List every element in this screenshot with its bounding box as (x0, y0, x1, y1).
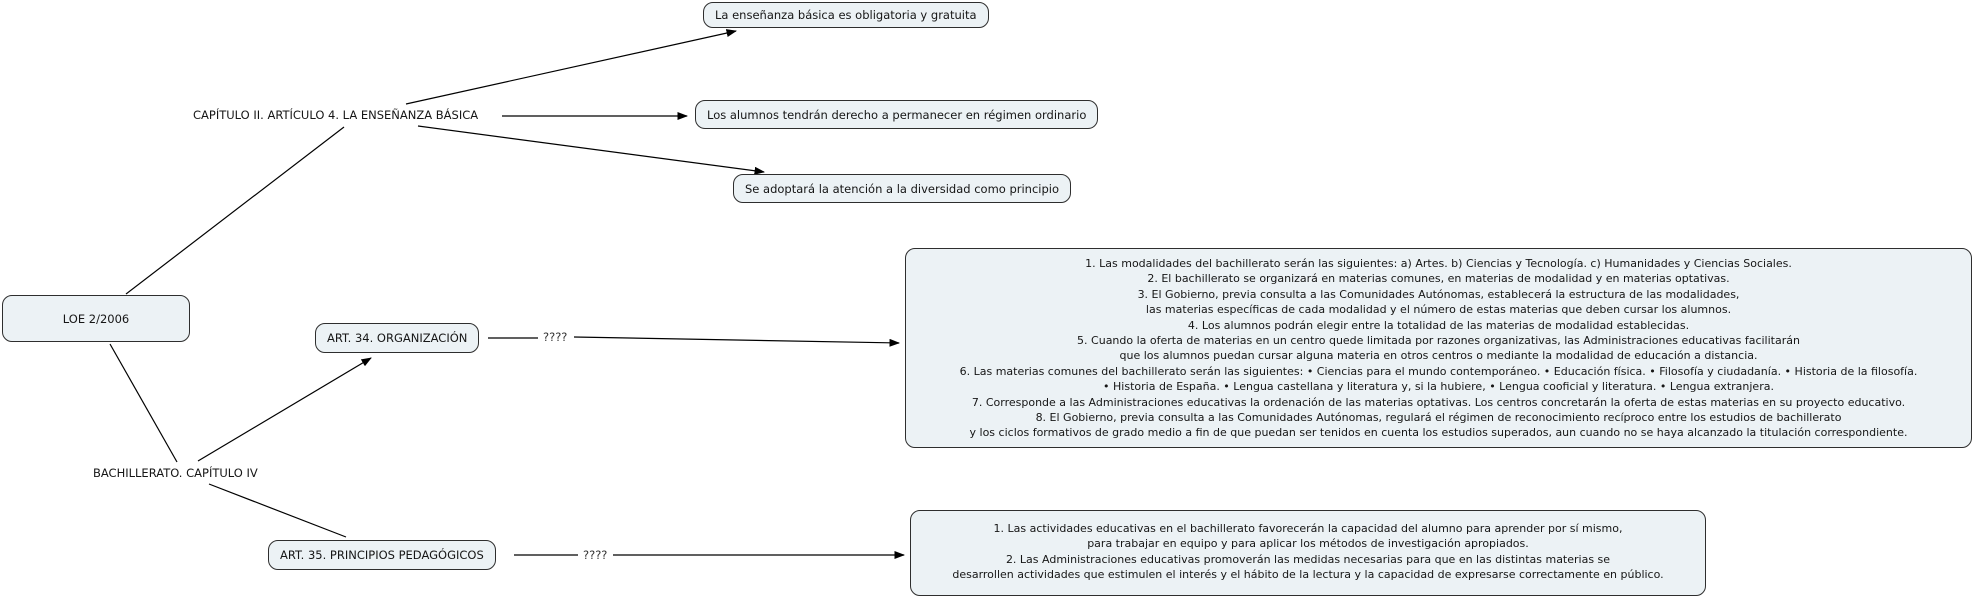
node-atencion-diversidad[interactable]: Se adoptará la atención a la diversidad … (733, 174, 1072, 203)
detail-line: 3. El Gobierno, previa consulta a las Co… (1137, 287, 1740, 301)
detail-line: las materias específicas de cada modalid… (1145, 303, 1732, 317)
detail-line: 2. Las Administraciones educativas promo… (1005, 552, 1611, 566)
detail-line: 8. El Gobierno, previa consulta a las Co… (1035, 411, 1842, 425)
node-loe-2006[interactable]: LOE 2/2006 (2, 295, 190, 342)
detail-line: y los ciclos formativos de grado medio a… (969, 426, 1908, 440)
detail-line: 7. Corresponde a las Administraciones ed… (971, 395, 1906, 409)
node-art35-detail[interactable]: 1. Las actividades educativas en el bach… (910, 510, 1706, 596)
label-capitulo2-articulo4[interactable]: CAPÍTULO II. ARTÍCULO 4. LA ENSEÑANZA BÁ… (193, 108, 479, 122)
detail-line: • Historia de España. • Lengua castellan… (1103, 380, 1774, 394)
node-ensenanza-basica[interactable]: La enseñanza básica es obligatoria y gra… (703, 2, 989, 28)
detail-line: 6. Las materias comunes del bachillerato… (959, 364, 1918, 378)
node-art34-detail[interactable]: 1. Las modalidades del bachillerato será… (905, 248, 1972, 448)
node-alumnos-regimen-ordinario[interactable]: Los alumnos tendrán derecho a permanecer… (695, 100, 1099, 129)
detail-line: para trabajar en equipo y para aplicar l… (1087, 537, 1529, 551)
detail-line: desarrollen actividades que estimulen el… (952, 568, 1664, 582)
detail-line: 5. Cuando la oferta de materias en un ce… (1077, 334, 1800, 348)
node-art34-organizacion[interactable]: ART. 34. ORGANIZACIÓN (315, 323, 480, 353)
detail-line: que los alumnos puedan cursar alguna mat… (1119, 349, 1758, 363)
detail-line: 2. El bachillerato se organizará en mate… (1147, 272, 1730, 286)
label-bachillerato-capitulo4[interactable]: BACHILLERATO. CAPÍTULO IV (93, 466, 258, 480)
link-phrase-art34[interactable]: ???? (543, 330, 568, 344)
node-art35-principios-pedagogicos[interactable]: ART. 35. PRINCIPIOS PEDAGÓGICOS (268, 540, 496, 570)
detail-line: 4. Los alumnos podrán elegir entre la to… (1187, 318, 1690, 332)
detail-line: 1. Las actividades educativas en el bach… (993, 522, 1623, 535)
link-phrase-art35[interactable]: ???? (583, 548, 608, 562)
detail-line: 1. Las modalidades del bachillerato será… (1085, 257, 1792, 270)
